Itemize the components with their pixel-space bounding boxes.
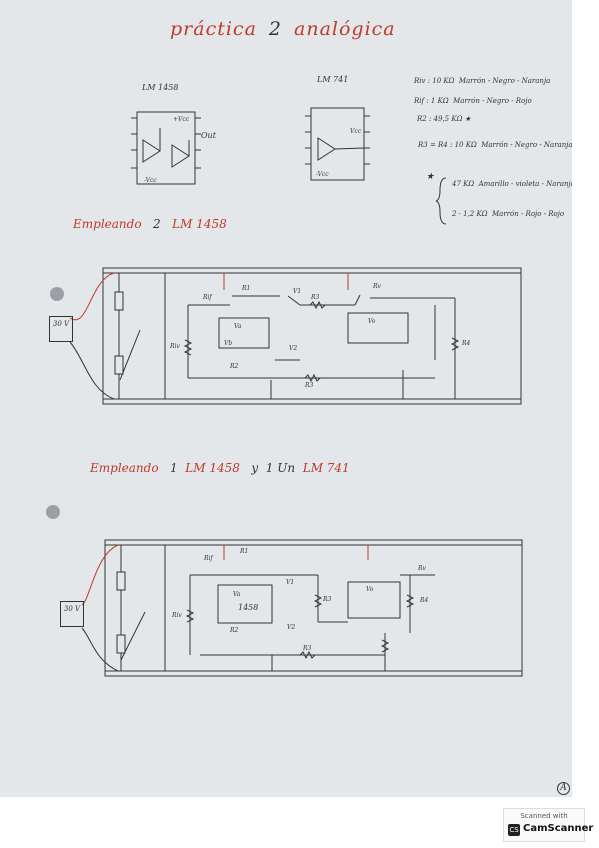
c2-r4: R4 — [420, 597, 429, 604]
c1-r4: R4 — [462, 340, 471, 347]
c1-vo: Vo — [368, 318, 376, 325]
camscanner-logo-icon: CS — [508, 824, 520, 836]
title-subject: analógica — [294, 18, 396, 40]
spec-riv: Riv : 10 KΩ Marrón - Negro - Naranja — [414, 77, 551, 85]
c1-va: Va — [234, 323, 242, 330]
vcc-pos-741-label: Vcc — [350, 128, 362, 135]
section2-heading: Empleando 1 LM 1458 y 1 Un LM 741 — [90, 461, 350, 475]
c1-r3: R3 — [311, 294, 320, 301]
c1-rv: Rv — [373, 283, 381, 290]
c1-v2: V2 — [289, 345, 298, 352]
c1-r3b: R3 — [305, 382, 314, 389]
scanned-with-label: Scanned with — [520, 812, 568, 820]
c2-v1: V1 — [286, 579, 295, 586]
vcc-pos-label: +Vcc — [173, 116, 190, 123]
c2-v2: V2 — [287, 624, 296, 631]
scanned-page: práctica 2 analógica LM 1458 LM 741 Out +V… — [0, 0, 572, 797]
circuit-1 — [69, 267, 522, 405]
c2-vo: Vo — [366, 586, 374, 593]
title-word: práctica — [170, 18, 257, 40]
out-label: Out — [201, 131, 216, 140]
c2-r3b: R3 — [303, 645, 312, 652]
c2-rv: Rv — [418, 565, 426, 572]
c1-r1: R1 — [242, 285, 251, 292]
c2-riv: Riv — [172, 612, 182, 619]
c2-r1: R1 — [240, 548, 249, 555]
c2-rif: Rif — [204, 555, 213, 562]
schematics-drawing — [69, 107, 523, 677]
punch-hole-top — [50, 287, 64, 301]
c2-va: Va — [233, 591, 241, 598]
title-number: 2 — [268, 18, 282, 40]
c2-supply: 30 V — [60, 601, 84, 627]
c1-riv: Riv — [170, 343, 180, 350]
c1-r2: R2 — [230, 363, 239, 370]
star-note-line1: 47 KΩ Amarillo - violeta - Naranja — [452, 180, 572, 188]
c1-rif: Rif — [203, 294, 212, 301]
circuit-2 — [81, 539, 523, 677]
lm741-pinout — [305, 107, 370, 181]
c2-r2: R2 — [230, 627, 239, 634]
c2-chip: 1458 — [238, 603, 259, 612]
camscanner-name: CamScanner — [523, 823, 594, 834]
spec-r2: R2 : 49,5 KΩ ★ — [417, 115, 471, 123]
camscanner-badge: Scanned with CS CamScanner — [503, 808, 593, 842]
star-note-line2: 2 · 1,2 KΩ Marrón - Rojo - Rojo — [452, 210, 565, 218]
c2-r3: R3 — [323, 596, 332, 603]
star-note-asterisk: ★ — [426, 172, 435, 182]
spec-rif: Rif : 1 KΩ Marrón - Negro - Rojo — [414, 97, 532, 105]
chip-label-lm1458: LM 1458 — [142, 83, 179, 92]
punch-hole-bottom — [46, 505, 60, 519]
chip-label-lm741: LM 741 — [317, 75, 349, 84]
brace — [435, 177, 447, 225]
section1-heading: Empleando 2 LM 1458 — [73, 217, 227, 231]
page-mark: A — [557, 782, 570, 795]
lm1458-pinout — [131, 111, 201, 185]
vcc-neg-741-label: -Vcc — [316, 171, 329, 178]
page-title: práctica 2 analógica — [170, 18, 396, 40]
c1-vb: Vb — [224, 340, 233, 347]
vcc-neg-label: -Vcc — [144, 177, 157, 184]
c1-v1: V1 — [293, 288, 302, 295]
spec-r3r4: R3 = R4 : 10 KΩ Marrón - Negro - Naranja — [418, 141, 572, 149]
c1-supply: 30 V — [49, 316, 73, 342]
